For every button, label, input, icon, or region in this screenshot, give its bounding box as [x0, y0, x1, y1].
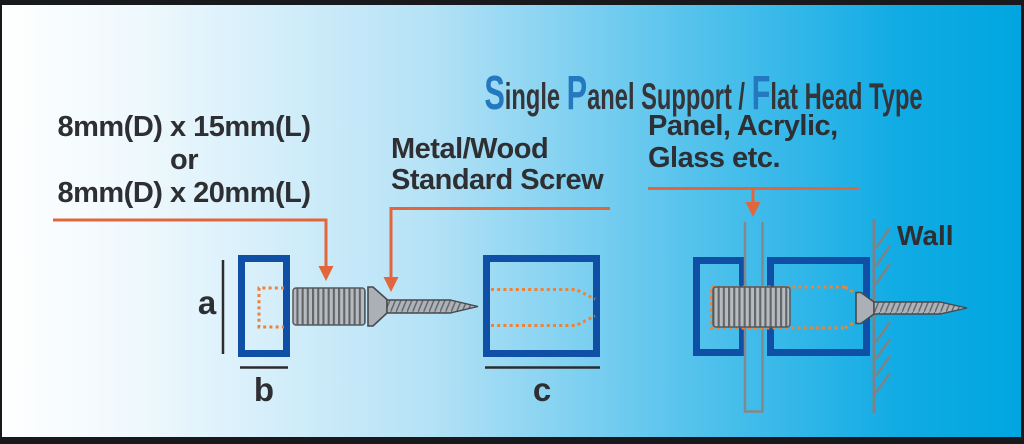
screw-shaft: [386, 299, 479, 314]
dimension-a-label: a: [197, 284, 217, 321]
screw-arrowhead: [383, 277, 399, 292]
size-spec-label: 8mm(D) x 15mm(L) or 8mm(D) x 20mm(L): [36, 111, 332, 210]
assembled-screw-head: [855, 291, 875, 325]
screw-label-line1: Metal/Wood: [391, 133, 549, 165]
panel-label: Panel, Acrylic, Glass etc.: [648, 110, 908, 174]
screw-label-line2: Standard Screw: [391, 164, 604, 196]
assembled-screw-shaft: [873, 301, 968, 315]
title-text-3: lat Head Type: [770, 76, 923, 117]
page-title: Single Panel Support / Flat Head Type: [458, 22, 923, 169]
threaded-stud: [292, 287, 366, 326]
title-text-1: ingle: [504, 76, 567, 117]
flat-head-screw: [367, 286, 479, 327]
size-arrowhead: [318, 266, 334, 281]
screw-leader-line: [389, 207, 610, 279]
title-initial-f: F: [751, 67, 771, 120]
panel-label-line1: Panel, Acrylic,: [648, 110, 838, 142]
panel-arrowhead: [745, 202, 761, 217]
size-spec-line3: 8mm(D) x 20mm(L): [57, 177, 311, 209]
screw-head: [367, 286, 388, 327]
dimension-b-label: b: [253, 371, 275, 408]
wall-section: [872, 219, 892, 413]
screw-label: Metal/Wood Standard Screw: [391, 134, 651, 196]
panel-hole-cross-section: [483, 255, 600, 357]
panel-drill-hole-outline: [491, 288, 596, 327]
title-initial-s: S: [484, 67, 505, 120]
assembled-flat-head-screw: [855, 291, 968, 325]
leader-arrowheads: [318, 202, 761, 292]
leader-lines: [53, 187, 860, 279]
assembled-threaded-stud: [712, 286, 791, 328]
dotted-hole-outlines: [257, 285, 858, 330]
size-spec-line2: or: [170, 144, 199, 176]
size-leader-line: [53, 218, 328, 268]
size-spec-line1: 8mm(D) x 15mm(L): [57, 111, 311, 143]
cap-threaded-hole-outline: [257, 286, 284, 329]
standoff-cap-cross-section: [238, 255, 290, 357]
title-initial-p: P: [566, 67, 588, 120]
wall-label: Wall: [897, 220, 954, 251]
dimension-lines: [221, 260, 600, 369]
assembly-hole-outline: [710, 285, 858, 330]
title-text-2: anel Support /: [587, 76, 752, 117]
dimension-c-label: c: [532, 371, 552, 408]
panel-label-line2: Glass etc.: [648, 142, 781, 174]
wall-hatching: [874, 227, 892, 394]
